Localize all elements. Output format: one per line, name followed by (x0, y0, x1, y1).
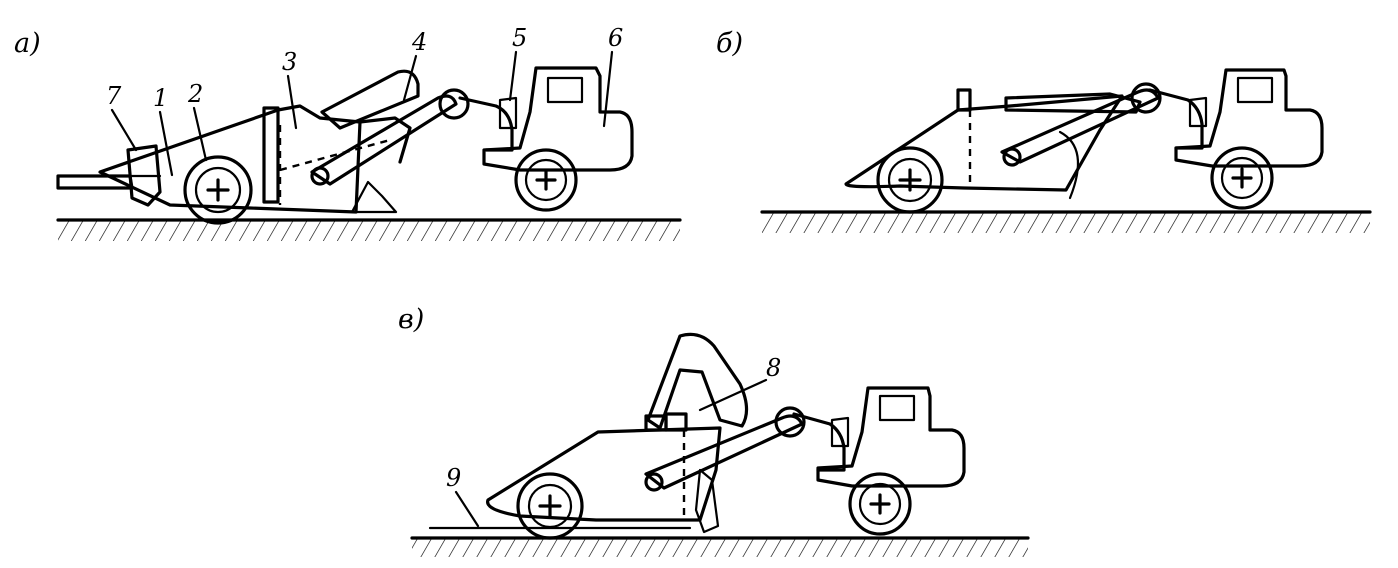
panel-b-rear-wheel (876, 146, 944, 214)
panel-a-ground (56, 218, 682, 241)
panel-b-tractor (1174, 68, 1324, 210)
panel-a-soil-pile (350, 180, 398, 214)
callout-3: 3 (282, 48, 297, 76)
panel-c-callouts: 8 9 (446, 354, 781, 528)
panel-a-front-ripper (56, 144, 162, 207)
panel-a-arms (310, 69, 514, 186)
callout-9: 9 (446, 464, 461, 492)
panel-c: в) (398, 304, 1030, 557)
callout-5: 5 (512, 24, 527, 52)
panel-c-tractor (816, 386, 966, 536)
panel-c-raised-elevator (644, 332, 749, 432)
panel-b-scraper-bowl (844, 88, 1124, 200)
panel-a: а) (14, 24, 682, 241)
panel-c-scraper-bowl (486, 426, 722, 534)
panel-c-label: в) (398, 304, 424, 335)
panel-c-rear-wheel (516, 472, 584, 540)
callout-6: 6 (608, 24, 623, 52)
callout-2: 2 (187, 80, 203, 108)
callout-7: 7 (106, 82, 122, 110)
panel-a-rear-wheel (183, 155, 253, 225)
panel-c-ground (410, 526, 1030, 557)
panel-a-scraper-bowl (98, 104, 412, 214)
panel-c-arms (644, 406, 846, 492)
panel-b: б) (716, 28, 1372, 233)
callout-8: 8 (766, 354, 781, 382)
panel-b-label: б) (716, 28, 743, 59)
panel-b-ground (760, 210, 1372, 233)
callout-4: 4 (411, 28, 427, 56)
panel-a-callouts: 7 1 2 3 4 5 6 (106, 24, 623, 177)
panel-a-label: а) (14, 28, 41, 59)
panel-b-arms (1000, 82, 1204, 167)
callout-1: 1 (153, 84, 168, 112)
panel-a-tractor (482, 66, 634, 212)
